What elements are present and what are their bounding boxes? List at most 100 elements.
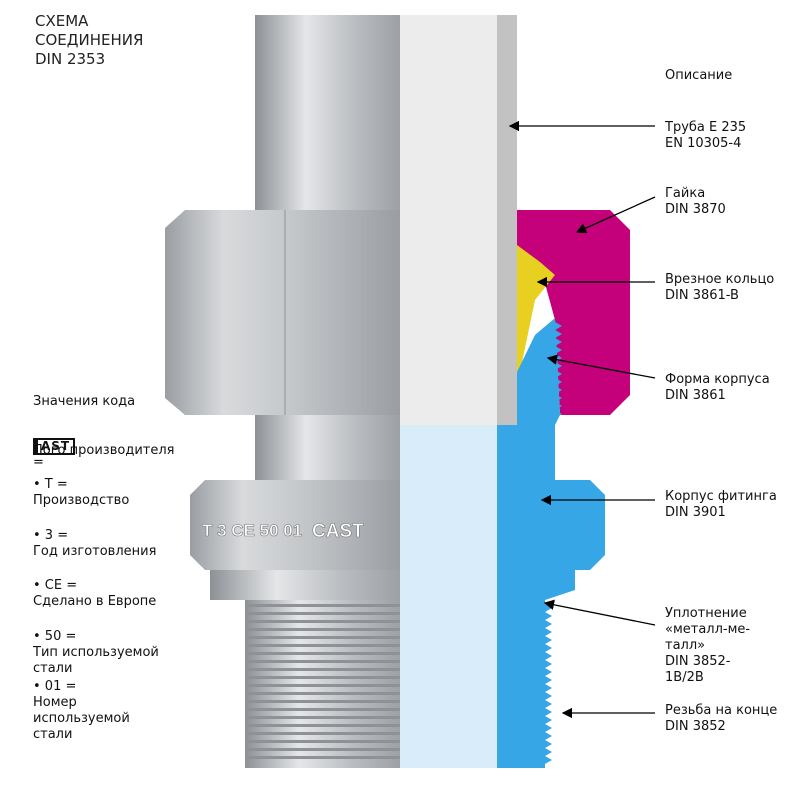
code-desc: Тип используемой стали [33,644,159,676]
code-header: Значения кода [33,394,136,409]
description-header: Описание [665,68,733,83]
pipe-wall [497,15,517,425]
thread-tooth [555,378,562,386]
body-neck [255,415,400,485]
body-hex-exterior [190,480,400,570]
logo-row: AST = [33,422,76,471]
thread-tooth [545,668,552,676]
thread-tooth [545,676,552,684]
thread-groove [245,604,400,607]
code-desc: Номер используемой стали [33,695,130,742]
part-name: Корпус фитинга [665,489,777,504]
thread-tooth [545,748,552,756]
code-desc: Сделано в Европе [33,594,157,609]
thread-tooth [555,370,562,378]
part-name: Уплотнение «металл-ме-талл» [665,606,751,653]
part-label: Уплотнение «металл-ме-талл»DIN 3852-1B/2… [665,606,765,686]
nut-exterior [165,210,400,415]
body-section [497,318,605,768]
thread-tooth [545,756,552,764]
thread-groove [245,700,400,703]
thread-tooth [555,402,562,410]
title-line: DIN 2353 [35,50,106,68]
part-name: Форма корпуса [665,372,770,387]
code-key: • 3 = [33,527,69,543]
leader-arrows [508,120,656,719]
thread-groove [245,732,400,735]
thread-groove [245,716,400,719]
thread-groove [245,756,400,759]
logo-desc: Лого производителя [33,443,175,458]
part-standard: DIN 3852-1B/2B [665,654,731,685]
code-item: • 3 =Год изготовления [33,528,163,560]
thread-tooth [555,410,562,418]
title-line: СХЕМА [35,12,89,30]
thread-groove [245,652,400,655]
part-standard: DIN 3861-B [665,288,739,303]
part-name: Резьба на конце [665,703,778,718]
thread-tooth [555,394,562,402]
thread-tooth [545,628,552,636]
thread-tooth [545,684,552,692]
thread-groove [245,684,400,687]
thread-groove [245,612,400,615]
thread-groove [245,628,400,631]
thread-tooth [545,636,552,644]
thread-groove [245,668,400,671]
nut-section [517,210,630,415]
thread-groove [245,724,400,727]
part-standard: DIN 3852 [665,719,726,734]
thread-groove [245,660,400,663]
code-key: • 01 = [33,679,77,694]
thread-tooth [545,660,552,668]
cutting-ring-section [517,245,555,372]
diagram-title: СХЕМА СОЕДИНЕНИЯ DIN 2353 [35,12,143,69]
part-standard: DIN 3861 [665,388,726,403]
thread-groove [245,636,400,639]
pipe-exterior [255,15,400,215]
thread-groove [245,748,400,751]
thread-tooth [545,604,552,612]
code-item: • 50 =Тип используемой стали [33,629,163,677]
part-standard: EN 10305-4 [665,136,742,151]
part-name: Гайка [665,186,706,201]
thread-tooth [545,700,552,708]
code-item: • T =Производство [33,477,163,509]
thread-groove [245,692,400,695]
part-name: Врезное кольцо [665,272,775,287]
pipe-section [400,15,497,425]
thread-groove [245,644,400,647]
thread-tooth [545,620,552,628]
engraved-logo: CAST [312,521,364,542]
inner-bore [400,425,497,768]
thread-tooth [545,732,552,740]
thread-tooth [545,692,552,700]
thread-tooth [555,346,562,354]
thread-groove [245,740,400,743]
code-key: • 50 = [33,628,77,644]
thread-tooth [545,724,552,732]
thread-tooth [555,338,562,346]
code-item: • 01 =Номер используемой стали [33,679,163,743]
thread-tooth [555,330,562,338]
thread-groove [245,676,400,679]
cast-logo: AST [33,438,76,455]
code-key: • CE = [33,578,78,593]
title-line: СОЕДИНЕНИЯ [35,31,144,49]
thread-tooth [545,716,552,724]
logo-eq: = [33,455,44,470]
thread-tooth [555,322,562,330]
thread-tooth [545,612,552,620]
code-item: • CE =Сделано в Европе [33,578,163,610]
thread-tooth [555,386,562,394]
thread-tooth [545,652,552,660]
threads [245,322,562,764]
